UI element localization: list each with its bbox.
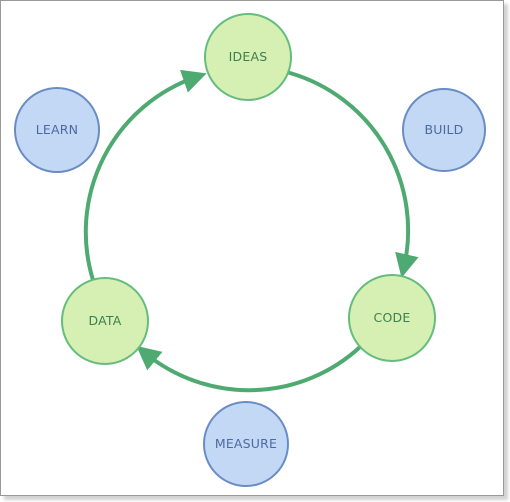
node-data-label: DATA [88, 313, 121, 328]
arrow-data-to-ideas [83, 69, 207, 282]
node-ideas-label: IDEAS [229, 49, 268, 64]
node-learn: LEARN [14, 87, 100, 173]
node-code-label: CODE [374, 310, 411, 325]
node-data: DATA [61, 277, 149, 365]
arrow-code-to-data [136, 345, 362, 393]
node-build-label: BUILD [424, 122, 463, 137]
arrow-ideas-to-code [288, 71, 419, 278]
node-build: BUILD [402, 88, 486, 172]
node-ideas: IDEAS [204, 13, 292, 101]
node-measure: MEASURE [203, 401, 289, 487]
node-learn-label: LEARN [36, 122, 78, 137]
node-code: CODE [348, 274, 436, 362]
node-measure-label: MEASURE [215, 436, 277, 451]
